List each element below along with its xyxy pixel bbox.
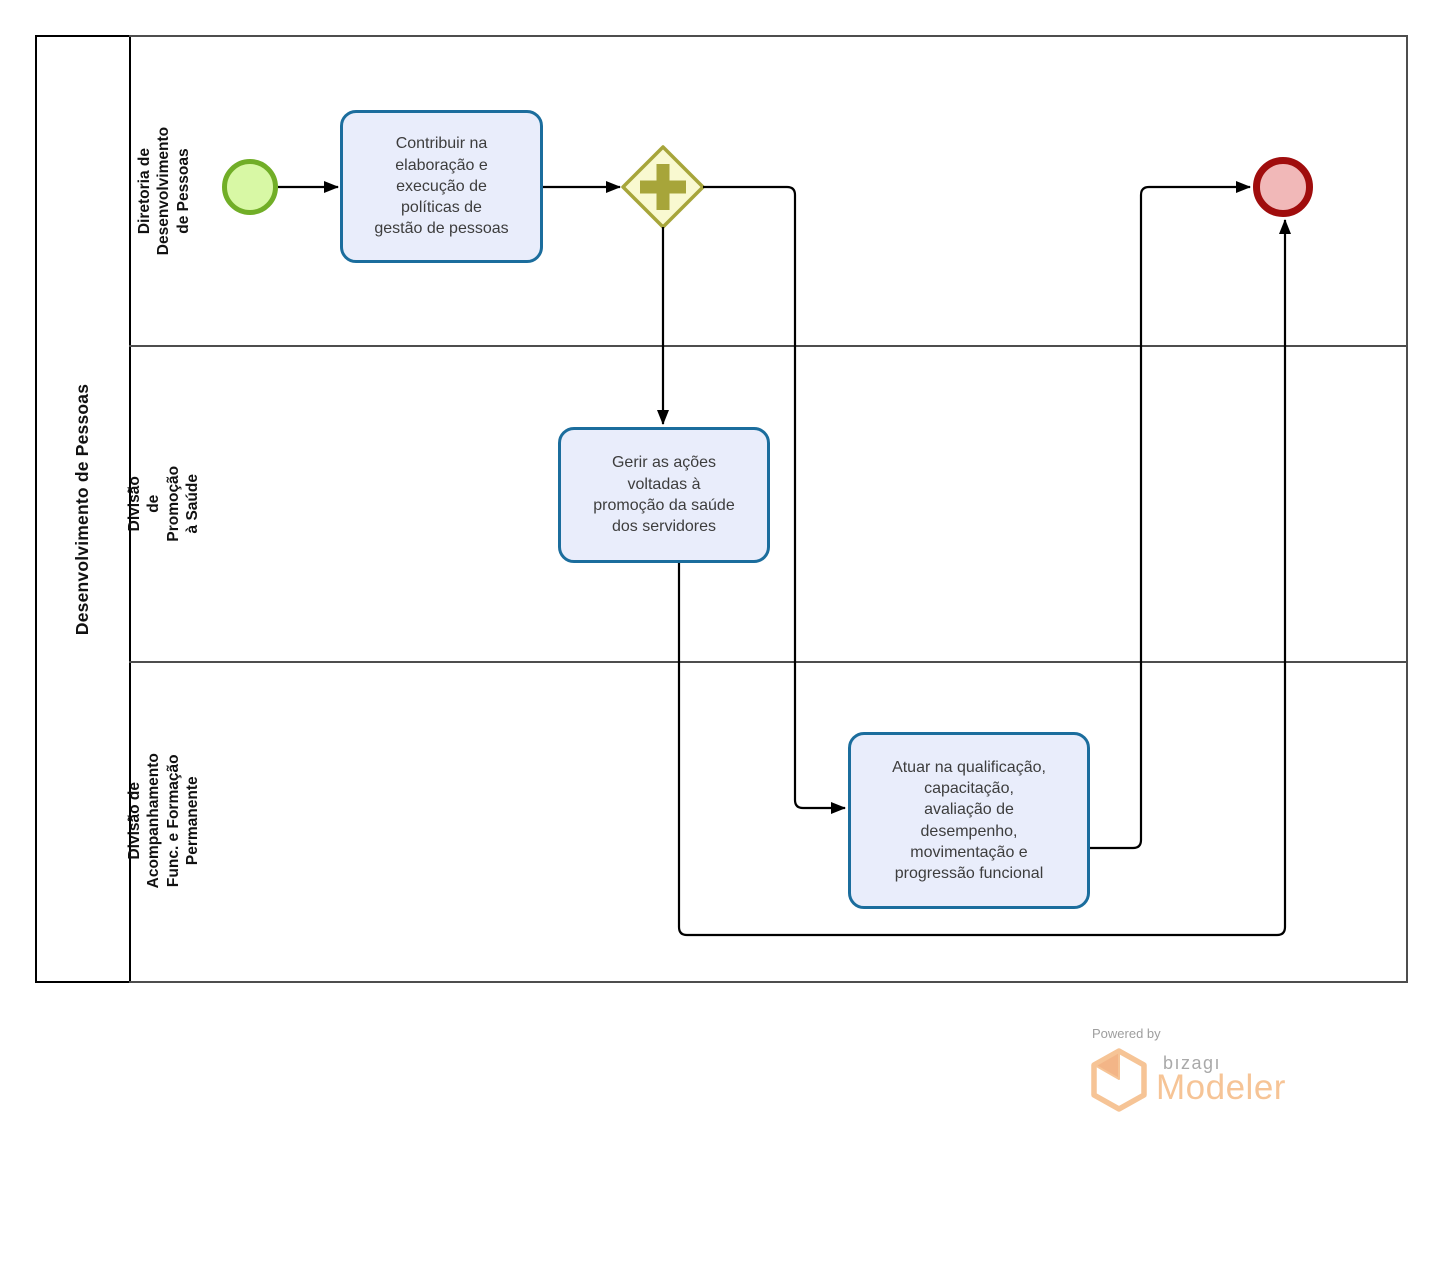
task-label: Gerir as ações voltadas à promoção da sa… xyxy=(593,454,735,536)
lane-diretoria-desenvolvimento: Diretoria de Desenvolvimento de Pessoas xyxy=(129,37,1406,347)
task-contribuir-politicas[interactable]: Contribuir na elaboração e execução de p… xyxy=(340,110,543,263)
task-label: Contribuir na elaboração e execução de p… xyxy=(374,135,509,238)
pool-header: Desenvolvimento de Pessoas xyxy=(35,35,131,983)
modeler-wordmark: Modeler xyxy=(1156,1068,1286,1107)
plus-icon xyxy=(640,164,686,210)
lane-acompanhamento-formacao: Divisão de Acompanhamento Func. e Formaç… xyxy=(126,663,1406,979)
lane-label-band: Divisão de Promoção à Saúde xyxy=(126,347,201,661)
bizagi-wordmark: bızagı xyxy=(1163,1053,1222,1073)
end-event[interactable] xyxy=(1253,157,1313,217)
task-atuar-qualificacao[interactable]: Atuar na qualificação, capacitação, aval… xyxy=(848,732,1090,909)
pool-title: Desenvolvimento de Pessoas xyxy=(72,383,93,635)
task-gerir-acoes-saude[interactable]: Gerir as ações voltadas à promoção da sa… xyxy=(558,427,770,563)
lane-label-diretoria: Diretoria de Desenvolvimento de Pessoas xyxy=(135,126,192,256)
lane-label-promocao-saude: Divisão de Promoção à Saúde xyxy=(126,466,202,542)
lane-label-acompanhamento: Divisão de Acompanhamento Func. e Formaç… xyxy=(126,753,202,889)
task-label: Atuar na qualificação, capacitação, aval… xyxy=(892,758,1046,883)
parallel-gateway[interactable] xyxy=(620,144,706,230)
start-event[interactable] xyxy=(222,159,278,215)
lane-label-band: Divisão de Acompanhamento Func. e Formaç… xyxy=(126,663,201,979)
powered-by-label: Powered by xyxy=(1092,1026,1161,1041)
lane-label-band: Diretoria de Desenvolvimento de Pessoas xyxy=(129,37,199,345)
bizagi-hexagon-icon xyxy=(1091,1048,1147,1112)
